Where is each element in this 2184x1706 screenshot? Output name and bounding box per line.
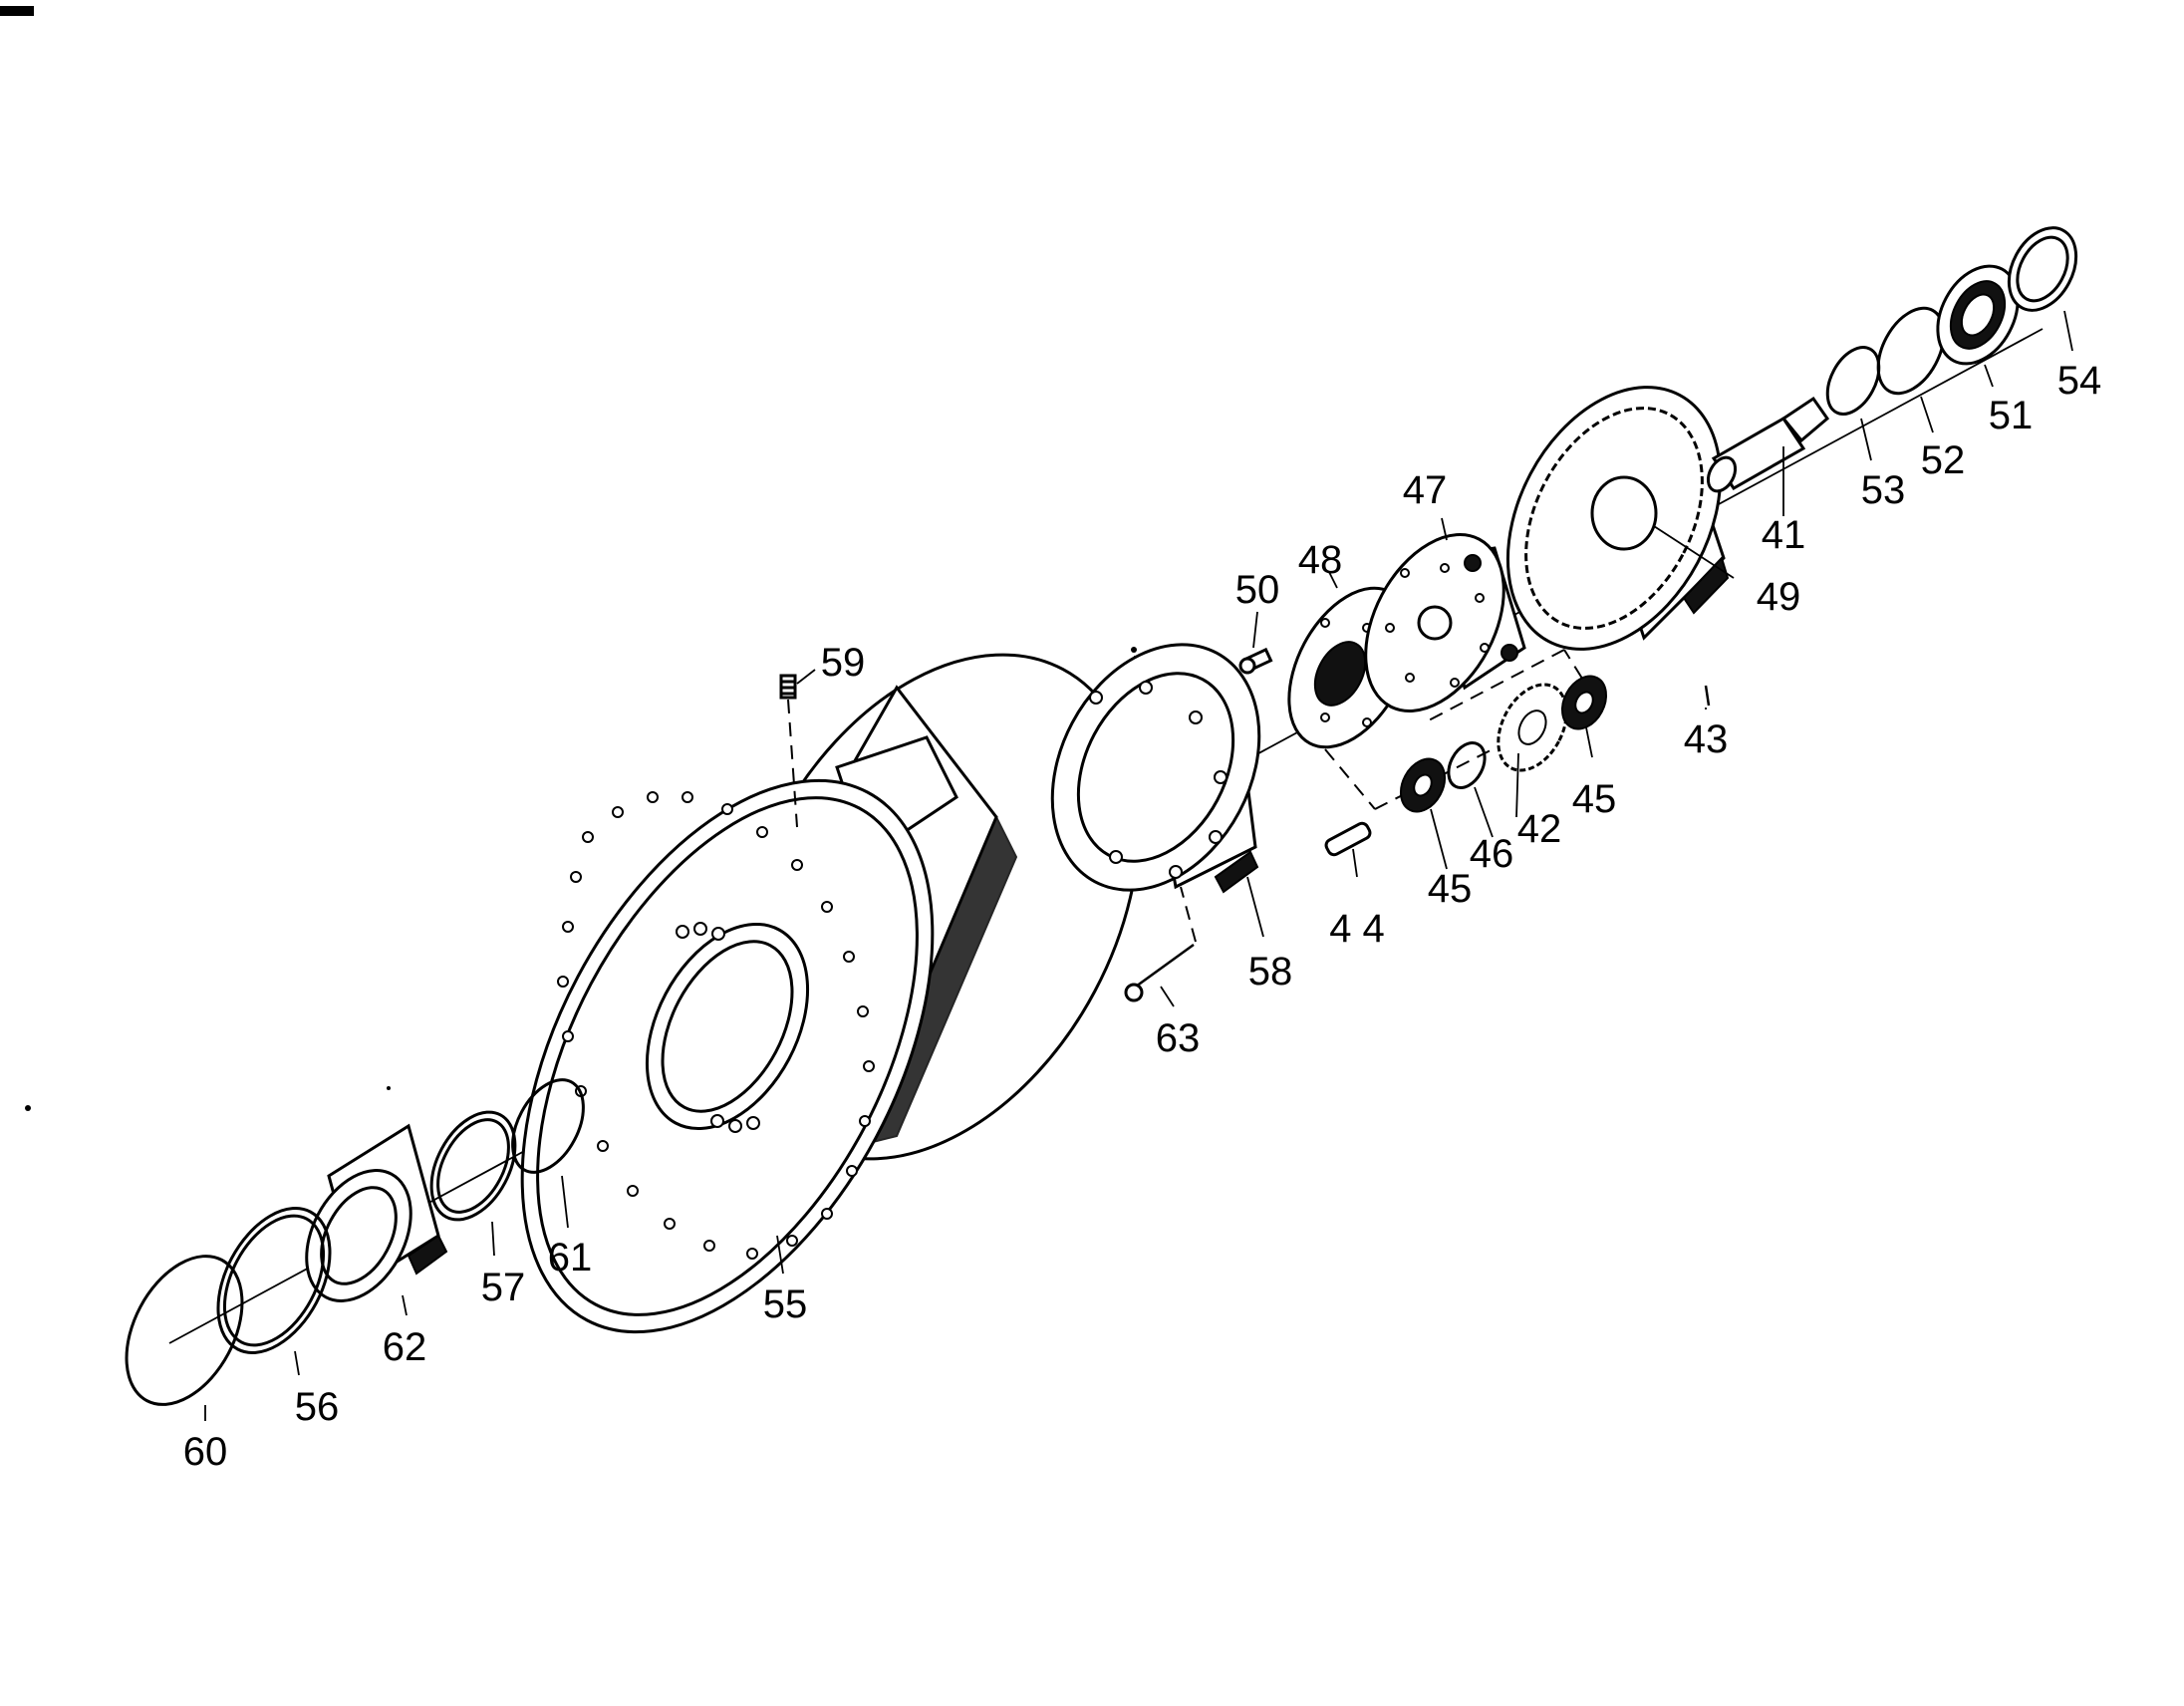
label-50: 50: [1235, 568, 1280, 612]
label-51: 51: [1989, 394, 2034, 437]
corner-mark: [0, 6, 34, 16]
speck: [25, 1105, 31, 1111]
part-43-ring-gear: [1505, 386, 1730, 707]
label-55: 55: [763, 1282, 808, 1326]
label-53: 53: [1861, 468, 1906, 512]
speck: [1131, 647, 1137, 653]
label-57: 57: [481, 1266, 526, 1309]
part-50-screw: [1238, 647, 1273, 675]
part-44-pin: [1324, 821, 1372, 857]
label-62: 62: [383, 1325, 427, 1369]
label-56: 56: [295, 1385, 340, 1429]
label-44: 4 4: [1329, 907, 1385, 951]
part-63-bolt: [1124, 886, 1197, 1002]
label-45a: 45: [1428, 867, 1473, 911]
label-46: 46: [1470, 832, 1514, 876]
label-52: 52: [1921, 438, 1966, 482]
part-labels: 41 42 43 4 4 45 45 46 47 48 49 50 51 52 …: [183, 359, 2102, 1474]
part-53-snap-ring: [1825, 346, 1881, 416]
part-57-ring: [429, 1110, 517, 1222]
part-62-bearing: [305, 1123, 448, 1302]
speck: [387, 1086, 391, 1090]
label-49: 49: [1757, 575, 1801, 619]
part-45-bearing-b: [1560, 675, 1608, 730]
part-46-washer: [1447, 741, 1487, 789]
part-42-planet-gear: [1497, 683, 1568, 772]
label-47: 47: [1403, 468, 1448, 512]
label-58: 58: [1248, 950, 1293, 994]
label-45b: 45: [1572, 777, 1617, 821]
part-59-plug: [779, 674, 798, 828]
label-61: 61: [548, 1236, 593, 1280]
label-41: 41: [1762, 513, 1806, 557]
part-52-circlip: [1876, 306, 1946, 396]
label-48: 48: [1298, 538, 1343, 582]
label-60: 60: [183, 1430, 228, 1474]
label-59: 59: [821, 641, 866, 685]
part-56-ring: [216, 1207, 332, 1354]
label-43: 43: [1684, 717, 1729, 761]
part-61-snap-ring: [511, 1078, 585, 1174]
label-63: 63: [1156, 1016, 1201, 1060]
label-54: 54: [2057, 359, 2102, 403]
part-58-carrier-housing: [1050, 643, 1261, 894]
part-45-bearing-a: [1399, 757, 1447, 813]
leader-lines: [204, 310, 2073, 1421]
part-47-planet-carrier: [1364, 533, 1526, 712]
part-41-sun-shaft: [1706, 396, 1830, 493]
part-54-seal-ring: [2007, 226, 2078, 312]
part-60-circlip: [125, 1255, 244, 1406]
label-42: 42: [1517, 807, 1562, 851]
part-51-bearing: [1936, 264, 2020, 366]
part-55-housing: [520, 653, 1141, 1334]
